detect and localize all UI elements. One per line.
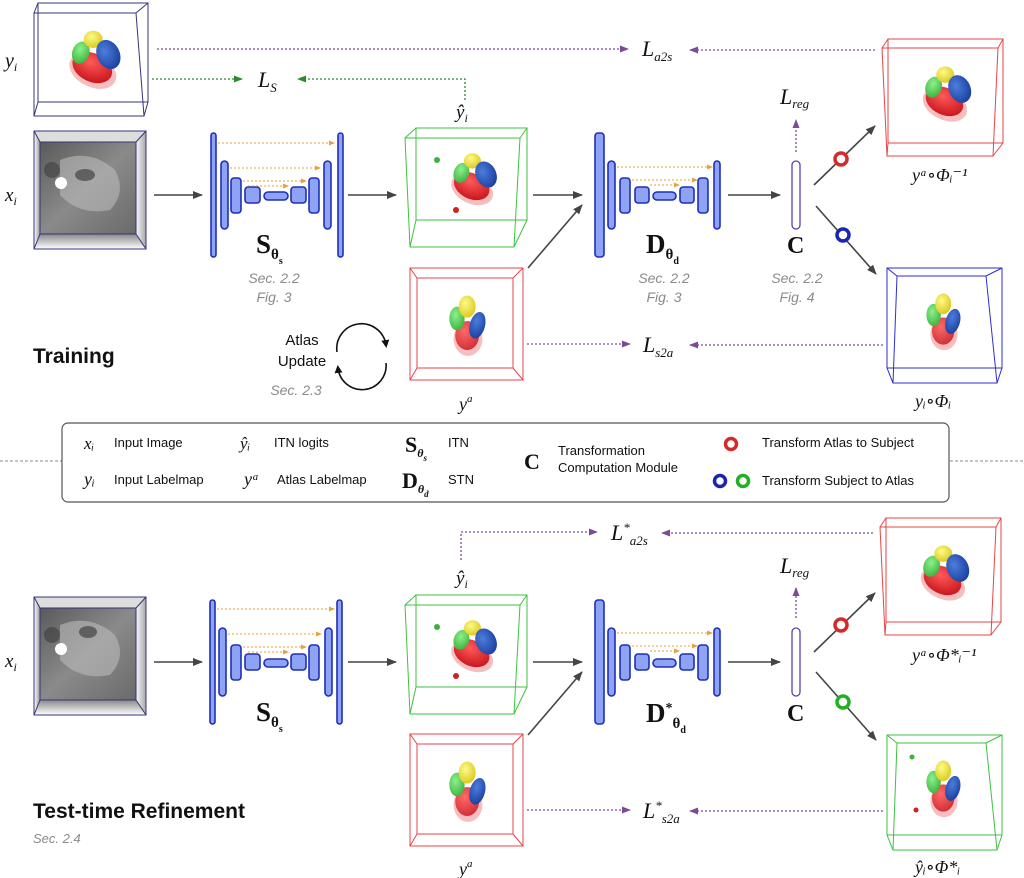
- stn-label: Dθd: [646, 229, 679, 267]
- tt-transformation-module-icon: [791, 627, 801, 697]
- stn-skip-connections: [617, 164, 713, 188]
- tt-itn-label: Sθs: [256, 697, 283, 735]
- tt-loss-s2a: L*s2a: [642, 798, 680, 826]
- tt-ring-atlas-to-subject-icon: [833, 617, 849, 633]
- stn-network-icon: [594, 132, 721, 258]
- legend-blue-ring-icon: [712, 473, 728, 489]
- output-atlas-to-subject-volume: [881, 38, 1004, 157]
- arrow-atlas-to-stn: [527, 204, 583, 269]
- tt-itn-skip-connections: [217, 606, 335, 655]
- tt-output-subject-to-atlas-volume: [886, 734, 1003, 851]
- legend-text-tcm-line2: Computation Module: [558, 460, 678, 475]
- input-image-volume: [33, 130, 147, 250]
- legend-text-atlas-labelmap: Atlas Labelmap: [277, 472, 367, 487]
- legend-text-itn: ITN: [448, 435, 469, 450]
- legend-symbol-xi: xᵢ: [83, 434, 94, 453]
- atlas-update-line1: Atlas: [285, 332, 318, 349]
- arrow-yhat-to-ls: [297, 75, 466, 100]
- tt-c-label: C: [787, 701, 804, 727]
- label-output-s2a: yᵢ∘Φᵢ: [913, 391, 951, 411]
- itn-label: Sθs: [256, 229, 283, 267]
- tt-itn-logits-volume: [404, 594, 528, 715]
- legend-text-input-image: Input Image: [114, 435, 183, 450]
- training-title: Training: [33, 345, 115, 368]
- c-ref-fig: Fig. 4: [779, 289, 814, 305]
- itn-network-icon: [210, 132, 344, 258]
- c-ref-sec: Sec. 2.2: [771, 270, 823, 286]
- tt-label-atlas: ya: [457, 858, 473, 878]
- legend-text-stn: STN: [448, 472, 474, 487]
- ring-atlas-to-subject-icon: [833, 151, 849, 167]
- tt-input-image-volume: [33, 596, 147, 716]
- legend-symbol-atlas: yᵃ: [242, 469, 259, 489]
- tt-label-yhat: ŷi: [454, 568, 468, 591]
- legend-symbol-yhat: ŷᵢ: [238, 434, 250, 453]
- tt-output-atlas-to-subject-volume: [879, 517, 1002, 636]
- stn-ref-fig: Fig. 3: [646, 289, 681, 305]
- legend-green-ring-icon: [735, 473, 751, 489]
- tt-ring-subject-to-atlas-icon: [835, 694, 851, 710]
- tt-label-xi: xi: [4, 651, 17, 674]
- atlas-labelmap-volume: [409, 267, 524, 381]
- output-subject-to-atlas-volume: [886, 267, 1003, 384]
- legend-text-input-labelmap: Input Labelmap: [114, 472, 204, 487]
- legend: xᵢ Input Image yᵢ Input Labelmap ŷᵢ ITN …: [61, 422, 950, 503]
- loss-a2s: La2s: [641, 36, 672, 64]
- input-labelmap-volume: [33, 2, 149, 117]
- atlas-update-line2: Update: [278, 353, 326, 370]
- tt-stn-label: D*θd: [646, 698, 686, 736]
- tt-loss-reg: Lreg: [779, 553, 810, 580]
- legend-symbol-c: C: [524, 449, 540, 474]
- label-output-a2s: yᵃ∘Φᵢ⁻¹: [910, 165, 967, 185]
- test-time-section: xi Sθs ŷi L*a2: [4, 517, 1003, 878]
- tt-stn-network-icon: [594, 599, 721, 725]
- itn-logits-volume: [404, 127, 528, 248]
- legend-text-itn-logits: ITN logits: [274, 435, 329, 450]
- label-atlas: ya: [457, 393, 473, 414]
- atlas-update-cycle-icon: [334, 322, 390, 391]
- test-time-title: Test-time Refinement: [33, 800, 245, 823]
- itn-ref-fig: Fig. 3: [256, 289, 291, 305]
- tt-atlas-labelmap-volume: [409, 733, 524, 847]
- label-yi: yi: [3, 50, 17, 74]
- tt-label-output-s2a: ŷᵢ∘Φ*ᵢ: [913, 857, 960, 877]
- legend-red-ring-icon: [723, 436, 739, 452]
- legend-text-atlas-to-subject: Transform Atlas to Subject: [762, 435, 914, 450]
- label-xi: xi: [4, 185, 17, 208]
- tt-arrow-yhat-to-la2s: [460, 528, 598, 560]
- tt-itn-network-icon: [209, 599, 343, 725]
- legend-text-tcm-line1: Transformation: [558, 443, 645, 458]
- loss-reg: Lreg: [779, 84, 810, 111]
- atlas-update-ref: Sec. 2.3: [270, 382, 322, 398]
- tt-loss-a2s: L*a2s: [610, 520, 648, 548]
- stn-ref-sec: Sec. 2.2: [638, 270, 690, 286]
- legend-text-subject-to-atlas: Transform Subject to Atlas: [762, 473, 914, 488]
- legend-symbol-yi: yᵢ: [82, 469, 95, 489]
- tt-label-output-a2s: yᵃ∘Φ*ᵢ⁻¹: [910, 645, 976, 665]
- itn-ref-sec: Sec. 2.2: [248, 270, 300, 286]
- test-time-ref: Sec. 2.4: [33, 831, 81, 846]
- itn-skip-connections: [218, 140, 335, 189]
- loss-s2a: Ls2a: [642, 332, 674, 360]
- ring-subject-to-atlas-icon: [835, 227, 851, 243]
- loss-s: LS: [257, 67, 277, 95]
- tt-arrow-atlas-to-stn: [527, 671, 583, 736]
- tt-stn-skip-connections: [617, 630, 713, 654]
- transformation-module-icon: [791, 160, 801, 230]
- training-section: yi xi: [3, 2, 1004, 414]
- label-yhat: ŷi: [454, 102, 468, 125]
- c-label: C: [787, 233, 804, 259]
